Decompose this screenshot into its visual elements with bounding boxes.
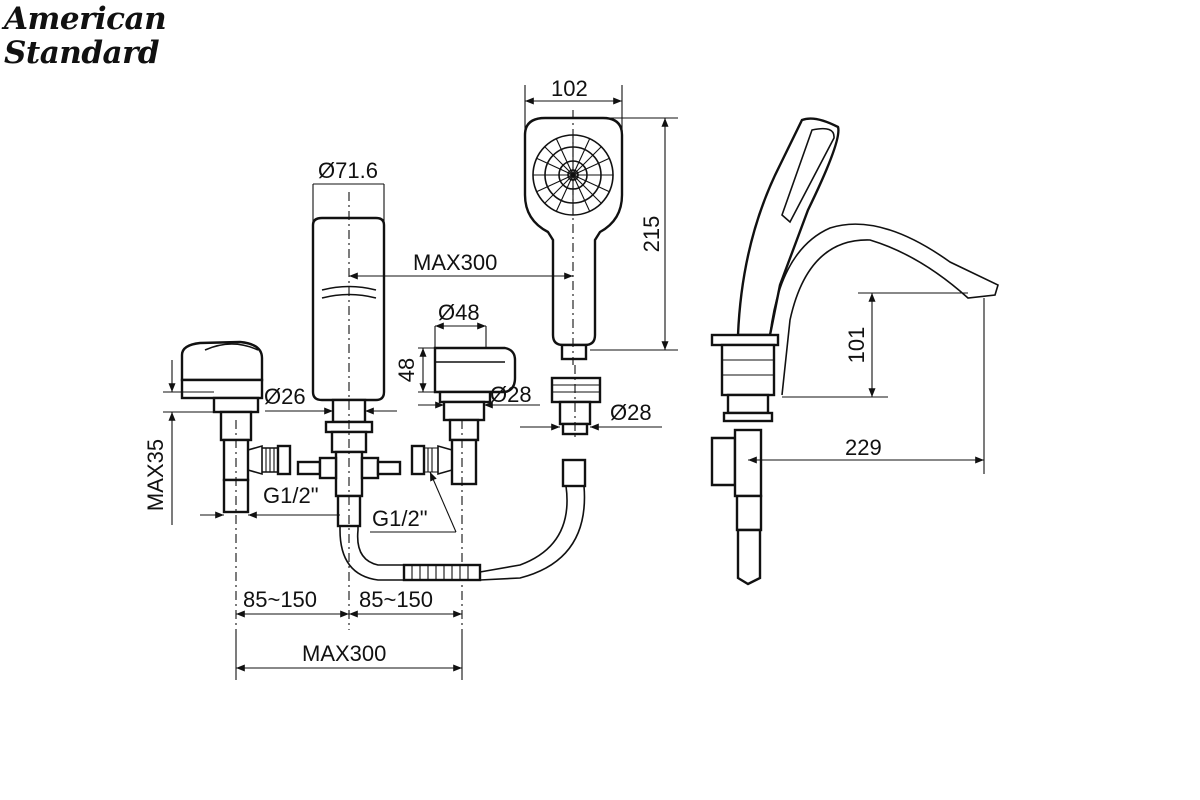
dim-handle-height: 48 [394,358,419,382]
dim-spout-height: 101 [844,327,869,364]
hose [339,458,587,582]
dim-deck-thickness: MAX35 [143,439,168,511]
dim-handle-diameter: Ø48 [438,300,480,325]
dimension-lines [163,85,985,680]
dim-thread-right: G1/2" [372,506,428,531]
dim-spout-diameter: Ø71.6 [318,158,378,183]
dim-hose-reach: MAX300 [413,250,497,275]
dim-shower-head-height: 215 [639,216,664,253]
right-valve [410,346,517,486]
front-view [180,110,624,630]
dim-valve-diameter: Ø28 [490,382,532,407]
dim-spacing-right: 85~150 [359,587,433,612]
brand-line-1: American [4,1,167,37]
shower-holder [550,376,602,436]
brand-logo: American Standard [4,1,167,71]
brand-line-2: Standard [4,35,160,71]
dim-thread-left: G1/2" [263,483,319,508]
dim-holder-diameter: Ø28 [610,400,652,425]
dim-spacing-left: 85~150 [243,587,317,612]
dimension-labels: 102 215 Ø71.6 MAX300 Ø48 48 Ø26 Ø28 Ø28 … [143,76,882,666]
dim-total-span: MAX300 [302,641,386,666]
dim-spout-base-diameter: Ø26 [264,384,306,409]
dim-spout-projection: 229 [845,435,882,460]
side-view [710,117,999,586]
dim-shower-head-width: 102 [551,76,588,101]
